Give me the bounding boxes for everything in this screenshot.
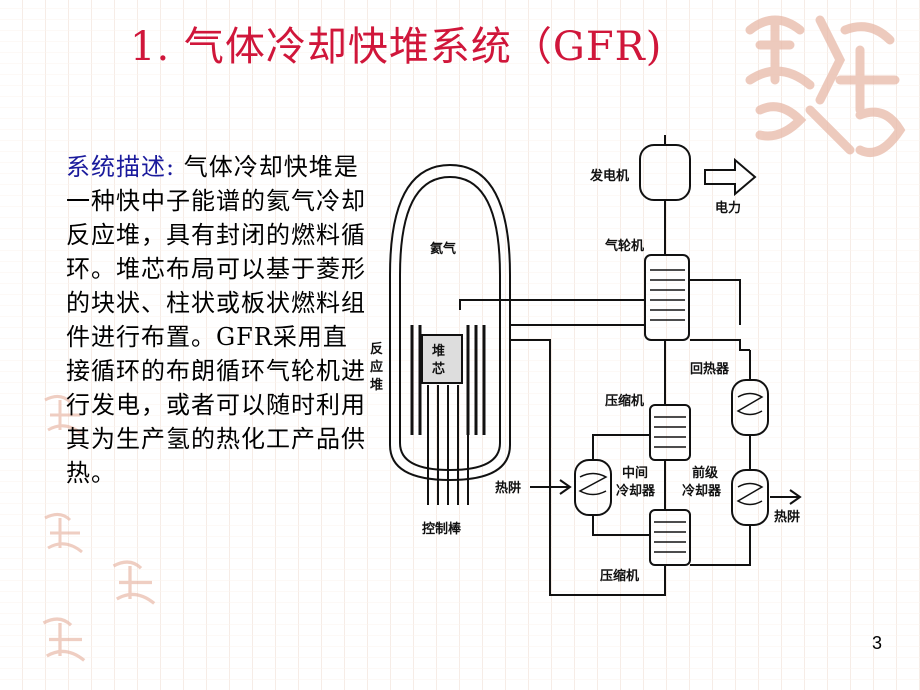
label-heat-sink-left: 热阱 xyxy=(495,480,521,496)
label-intercooler-2: 冷却器 xyxy=(616,483,656,499)
precooler-unit xyxy=(731,469,769,526)
decorative-seal-logo-small-1 xyxy=(44,395,83,436)
power-arrow xyxy=(704,157,757,197)
label-reactor-1: 反 xyxy=(370,341,383,357)
compressor-top-unit xyxy=(649,404,691,461)
label-control-rods: 控制棒 xyxy=(422,521,462,537)
description-text: 系统描述: 气体冷却快堆是一种快中子能谱的氦气冷却反应堆，具有封闭的燃料循环。堆… xyxy=(66,150,366,490)
label-recuperator: 回热器 xyxy=(690,361,730,377)
label-compressor-top: 压缩机 xyxy=(605,393,644,409)
label-reactor-2: 应 xyxy=(370,359,383,375)
description-lead: 系统描述: xyxy=(66,153,176,181)
decorative-seal-logo-small-2 xyxy=(44,513,83,554)
decorative-seal-logo-small-3 xyxy=(112,560,156,605)
generator-unit xyxy=(639,144,691,201)
turbine-unit xyxy=(644,254,690,341)
control-rods xyxy=(427,385,469,505)
label-turbine: 气轮机 xyxy=(605,238,644,254)
description-body: 气体冷却快堆是一种快中子能谱的氦气冷却反应堆，具有封闭的燃料循环。堆芯布局可以基… xyxy=(66,153,366,487)
compressor-bottom-unit xyxy=(649,509,691,566)
page-number: 3 xyxy=(871,633,882,653)
decorative-seal-logo-large xyxy=(745,15,906,157)
label-helium: 氦气 xyxy=(430,241,456,257)
label-intercooler-1: 中间 xyxy=(622,465,648,481)
label-power: 电力 xyxy=(715,200,741,216)
label-generator: 发电机 xyxy=(589,168,629,184)
label-precooler-2: 冷却器 xyxy=(682,483,722,499)
gfr-system-diagram: 发电机 电力 气轮机 氦气 反 应 堆 堆 芯 回热器 压缩机 中间 冷却器 前… xyxy=(370,135,802,596)
label-core-2: 芯 xyxy=(432,361,445,377)
recuperator-unit xyxy=(731,379,769,436)
label-core-1: 堆 xyxy=(432,343,445,359)
intercooler-unit xyxy=(574,459,612,516)
decorative-seal-logo-small-4 xyxy=(42,617,86,662)
label-compressor-bottom: 压缩机 xyxy=(600,568,639,584)
label-precooler-1: 前级 xyxy=(692,465,719,481)
label-reactor-3: 堆 xyxy=(370,377,383,393)
reactor-core-block xyxy=(421,334,463,384)
label-heat-sink-right: 热阱 xyxy=(774,509,800,525)
slide-title: 1. 气体冷却快堆系统（GFR) xyxy=(130,24,663,70)
reactor-vessel xyxy=(389,163,511,482)
